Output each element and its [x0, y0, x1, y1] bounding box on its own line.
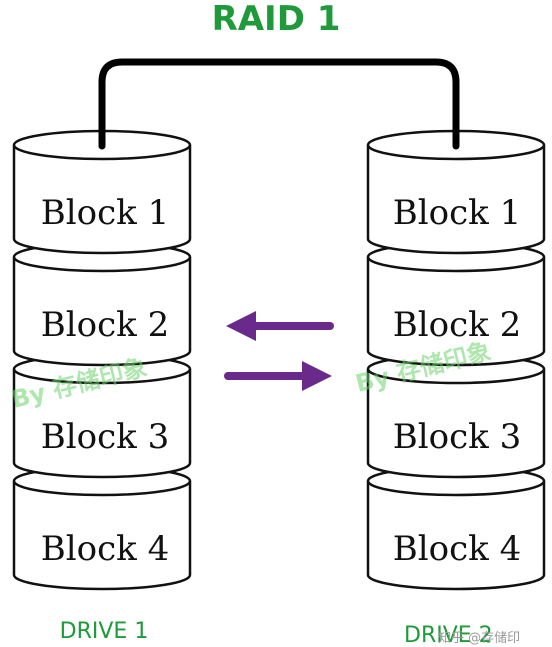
block-label: Block 1	[41, 193, 169, 233]
drive-2-label: DRIVE 2	[404, 623, 493, 647]
block-label: Block 2	[393, 305, 521, 345]
drive-1-block-2: Block 2	[12, 241, 192, 367]
source-credit: 知乎 @存储印	[438, 630, 520, 646]
block-label: Block 2	[41, 305, 169, 345]
diagram-title: RAID 1	[212, 0, 341, 39]
arrow-right-icon	[224, 361, 332, 391]
drive-1-label: DRIVE 1	[60, 619, 149, 644]
drive-1-stack: Block 4 Block 3 Block 2 Block 1	[12, 129, 192, 591]
arrow-left-icon	[226, 311, 334, 341]
block-label: Block 3	[393, 417, 521, 457]
drive-2-block-3: Block 3	[366, 353, 546, 479]
block-label: Block 3	[41, 417, 169, 457]
drive-2-block-2: Block 2	[366, 241, 546, 367]
block-label: Block 4	[393, 529, 521, 569]
block-label: Block 1	[393, 193, 521, 233]
block-label: Block 4	[41, 529, 169, 569]
drive-2-block-4: Block 4	[366, 465, 546, 591]
mirror-connector	[98, 58, 460, 149]
drive-1-block-4: Block 4	[12, 465, 192, 591]
drive-2-stack: Block 4 Block 3 Block 2 Block 1	[366, 129, 546, 591]
